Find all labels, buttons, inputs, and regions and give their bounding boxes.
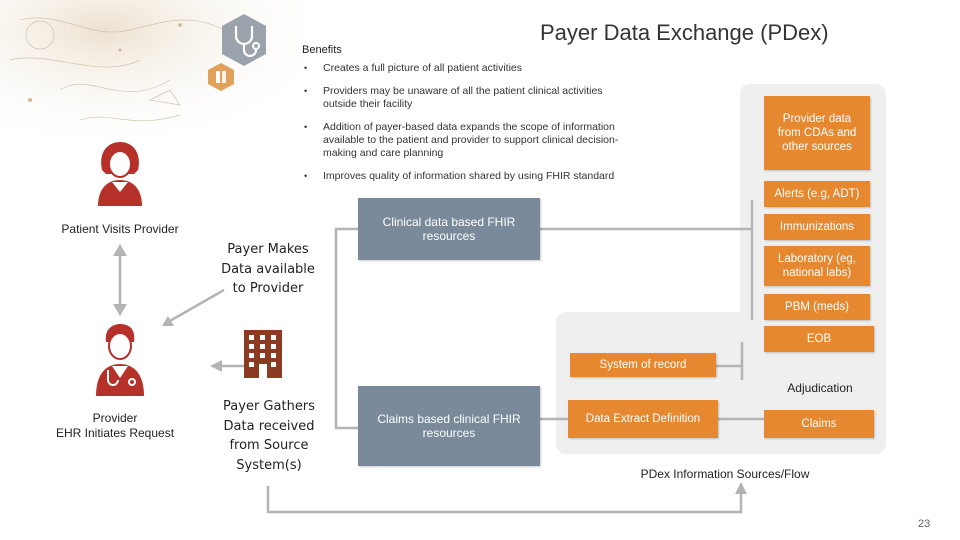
page-number: 23 — [918, 518, 931, 530]
patient-visits-label: Patient Visits Provider — [61, 222, 179, 236]
page-title: Payer Data Exchange (PDex) — [540, 20, 829, 45]
pbm-box: PBM (meds) — [764, 294, 870, 320]
benefit-item: Addition of payer-based data expands the… — [300, 121, 630, 160]
laboratory-box: Laboratory (eg, national labs) — [764, 246, 870, 286]
alerts-box: Alerts (e.g, ADT) — [764, 181, 870, 207]
claims-box: Claims — [764, 410, 874, 438]
data-extract-box: Data Extract Definition — [568, 400, 718, 438]
clinical-fhir-box: Clinical data based FHIR resources — [358, 198, 540, 260]
diagram-caption: PDex Information Sources/Flow — [640, 467, 810, 481]
adjudication-label: Adjudication — [787, 381, 853, 395]
system-of-record-box: System of record — [570, 353, 716, 377]
payer-gathers-label: Payer Gathers Data received from Source … — [223, 399, 315, 473]
benefit-item: Creates a full picture of all patient ac… — [300, 62, 630, 75]
hospital-building-icon — [244, 330, 282, 378]
doctor-icon — [96, 324, 144, 396]
provider-label: Provider — [92, 411, 138, 425]
eob-box: EOB — [764, 326, 874, 352]
immunizations-box: Immunizations — [764, 214, 870, 240]
provider-data-box: Provider data from CDAs and other source… — [764, 96, 870, 170]
payer-makes-label: Payer Makes Data available to Provider — [221, 242, 315, 296]
stethoscope-icon — [222, 14, 266, 66]
patient-icon — [98, 142, 142, 206]
benefits-list: Creates a full picture of all patient ac… — [300, 62, 630, 193]
ehr-initiates-label: EHR Initiates Request — [55, 426, 175, 440]
medical-chart-icon — [208, 63, 234, 91]
benefit-item: Improves quality of information shared b… — [300, 170, 630, 183]
benefit-item: Providers may be unaware of all the pati… — [300, 85, 630, 111]
benefits-heading: Benefits — [302, 44, 342, 56]
claims-fhir-box: Claims based clinical FHIR resources — [358, 386, 540, 466]
